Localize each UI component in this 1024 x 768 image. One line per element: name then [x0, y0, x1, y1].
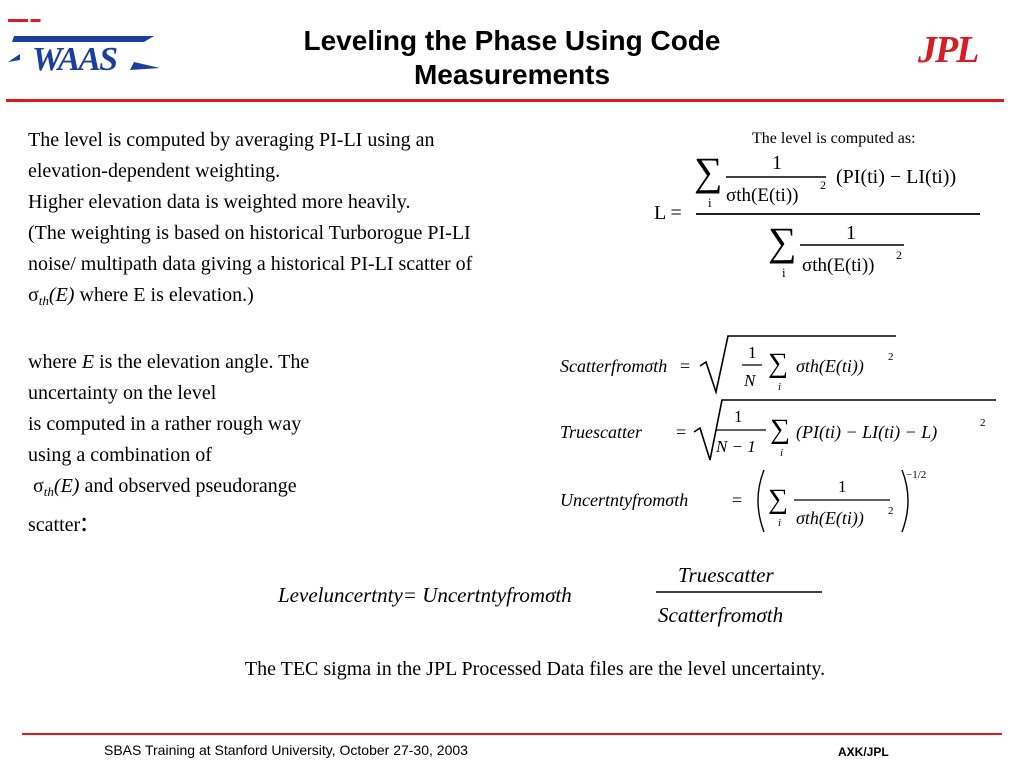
para2-text: where	[28, 351, 82, 373]
square: 2	[888, 505, 894, 517]
weight-numerator: 1	[846, 222, 856, 244]
description-paragraph-2: where E is the elevation angle. The unce…	[28, 347, 408, 541]
level-formula: The level is computed as: L = ∑ i 1 σth(…	[654, 130, 980, 280]
para2-line: where E is the elevation angle. The	[28, 347, 408, 378]
para1-line: σth(E) where E is elevation.)	[28, 280, 628, 316]
para2-line: scatter:	[28, 507, 408, 541]
level-caption: The level is computed as:	[752, 130, 916, 147]
level-unc-lhs: Leveluncertnty= Uncertntyfromσth	[277, 583, 572, 607]
title-line-2: Measurements	[413, 59, 611, 90]
sigma-symbol: σ	[33, 475, 44, 497]
weight-square: 2	[820, 178, 826, 192]
slide-title: Leveling the Phase Using Code Measuremen…	[200, 24, 824, 92]
level-unc-denominator: Scatterfromσth	[658, 603, 783, 627]
sum-symbol: ∑	[770, 414, 790, 445]
para2-line: using a combination of	[28, 444, 212, 466]
para2-line: is computed in a rather rough way	[28, 413, 302, 435]
left-paren	[757, 469, 765, 533]
scatter-lhs: Scatterfromσth	[560, 356, 667, 376]
weight-denominator: σth(E(ti))	[802, 255, 875, 276]
true-pi-li-term: (PI(ti) − LI(ti) − L)	[796, 422, 937, 443]
sum-symbol: ∑	[768, 219, 797, 264]
level-uncertainty-formula: Leveluncertnty= Uncertntyfromσth Truesca…	[277, 563, 822, 627]
para2-line: uncertainty on the level	[28, 382, 217, 404]
para1-line: Higher elevation data is weighted more h…	[28, 191, 411, 213]
para1-line: noise/ multipath data giving a historica…	[28, 253, 473, 275]
waas-logo: ▬▬ ▬ WAAS	[8, 14, 160, 78]
para2-text: scatter	[28, 514, 81, 536]
sum-symbol: ∑	[694, 149, 723, 194]
sum-symbol: ∑	[768, 348, 788, 379]
equals-sign: =	[680, 356, 690, 376]
e-argument: (E)	[53, 475, 80, 497]
sum-index: i	[778, 381, 781, 393]
para2-text: is the elevation angle. The	[94, 351, 310, 373]
neg-half-exponent: −1/2	[906, 469, 926, 481]
unc-lhs: Uncertntyfromσth	[560, 490, 688, 510]
true-n-minus-1: N − 1	[715, 437, 756, 456]
footer-divider	[22, 733, 1002, 735]
sqrt-sign	[693, 399, 996, 461]
para1-line: elevation-dependent weighting.	[28, 160, 281, 182]
sigma-symbol: σ	[28, 284, 39, 306]
equals-sign: =	[732, 490, 742, 510]
weight-numerator: 1	[772, 152, 782, 174]
true-scatter-lhs: Truescatter	[560, 422, 643, 442]
scatter-formulas: Scatterfromσth = 1 N ∑ i σth(E(ti)) 2 Tr…	[560, 335, 996, 533]
square: 2	[980, 417, 986, 429]
th-subscript: th	[43, 484, 54, 499]
footer-event: SBAS Training at Stanford University, Oc…	[104, 742, 468, 758]
weight-square: 2	[896, 248, 902, 262]
jpl-logo: JPL	[918, 30, 980, 66]
level-lhs: L =	[654, 202, 682, 224]
para2-line: σth(E) and observed pseudorange	[28, 471, 408, 507]
weight-denominator: σth(E(ti))	[726, 185, 799, 206]
para1-tail: where E is elevation.)	[74, 284, 254, 306]
header-divider	[6, 99, 1004, 102]
sum-index: i	[782, 265, 786, 280]
jpl-logo-text: JPL	[918, 30, 978, 66]
right-paren	[901, 469, 909, 533]
para2-tail: and observed pseudorange	[79, 475, 297, 497]
scatter-n: N	[743, 371, 757, 390]
scatter-sigma-term: σth(E(ti))	[796, 356, 864, 377]
para1-line: (The weighting is based on historical Tu…	[28, 222, 471, 244]
title-line-1: Leveling the Phase Using Code	[303, 25, 721, 56]
unc-one: 1	[838, 477, 847, 496]
footer-author: AXK/JPL	[838, 745, 889, 759]
svg-text:▬▬ ▬: ▬▬ ▬	[8, 14, 41, 25]
sum-index: i	[778, 517, 781, 529]
sum-index: i	[780, 447, 783, 459]
true-one: 1	[734, 407, 743, 426]
th-subscript: th	[38, 293, 49, 308]
para1-line: The level is computed by averaging PI-LI…	[28, 129, 435, 151]
equals-sign: =	[676, 422, 686, 442]
para2-e: E	[81, 351, 95, 373]
description-paragraph-1: The level is computed by averaging PI-LI…	[28, 125, 628, 316]
tec-note: The TEC sigma in the JPL Processed Data …	[244, 658, 826, 680]
square: 2	[888, 351, 894, 363]
colon: :	[80, 507, 88, 538]
e-argument: (E)	[48, 284, 75, 306]
scatter-one: 1	[748, 343, 757, 362]
unc-sigma-term: σth(E(ti))	[796, 508, 864, 529]
sum-index: i	[708, 195, 712, 210]
level-unc-numerator: Truescatter	[678, 563, 774, 587]
sqrt-sign	[699, 335, 896, 396]
waas-logo-text: WAAS	[32, 41, 117, 78]
sum-symbol: ∑	[768, 484, 788, 515]
pi-li-term: (PI(ti) − LI(ti))	[836, 166, 956, 188]
